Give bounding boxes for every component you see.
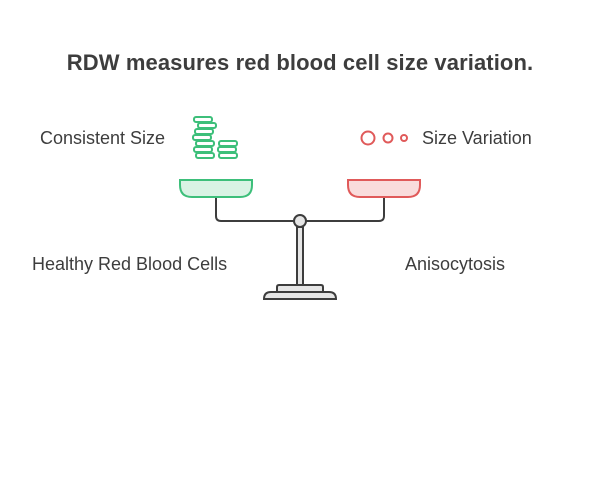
anisocytosis-label: Anisocytosis (405, 254, 506, 274)
size-variation-label: Size Variation (422, 128, 532, 148)
scale-post (296, 226, 304, 286)
right-pan (347, 179, 421, 198)
stacked-coins-icon (192, 116, 238, 159)
scale-right-arm (305, 197, 385, 222)
scale-pivot (293, 214, 307, 228)
scale-base (262, 291, 338, 300)
scale-base-top (276, 284, 324, 293)
diagram-title: RDW measures red blood cell size variati… (66, 50, 534, 75)
scale-left-arm (215, 197, 295, 222)
healthy-red-blood-cells-label: Healthy Red Blood Cells (32, 254, 228, 274)
consistent-size-label: Consistent Size (40, 128, 166, 148)
left-pan (179, 179, 253, 198)
varying-circles-icon (360, 130, 408, 146)
